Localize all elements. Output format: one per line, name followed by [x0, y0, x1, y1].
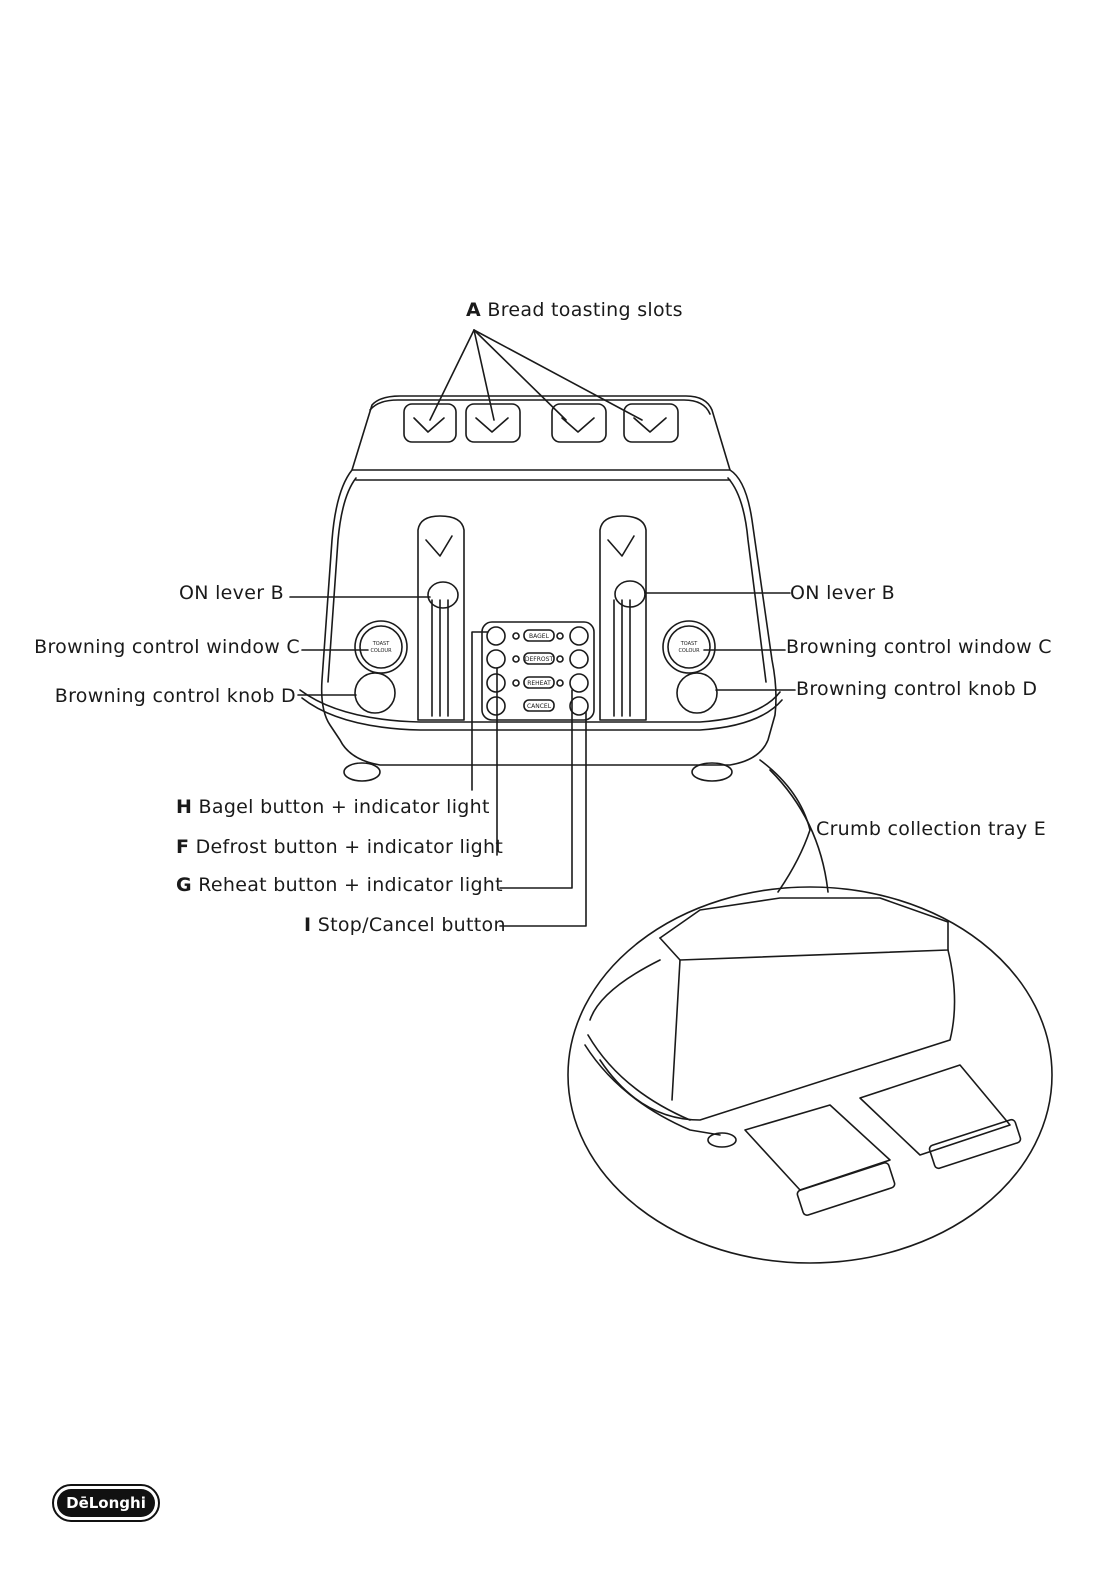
label-knob-right: Browning control knob D: [796, 678, 1038, 700]
label-crumb-tray: Crumb collection tray E: [816, 818, 1047, 840]
label-on-lever-right: ON lever B: [790, 582, 895, 604]
label-slots: A Bread toasting slots: [466, 299, 683, 321]
browning-knob-right: [676, 672, 718, 714]
control-panel: [481, 621, 595, 721]
delonghi-logo: DēLonghi: [52, 1484, 160, 1522]
slot-1: [403, 403, 457, 443]
label-window-left: Browning control window C: [34, 636, 300, 658]
leader-lines: [289, 592, 829, 927]
panel-bagel-text: BAGEL: [529, 633, 550, 640]
slot-4: [623, 403, 679, 443]
toaster-top: [351, 395, 731, 471]
label-cancel: I Stop/Cancel button: [304, 914, 506, 936]
slot-arrows: [429, 329, 643, 421]
panel-defrost-text: DEFROST: [525, 656, 554, 663]
crumb-tray-right: [859, 1064, 1011, 1156]
foot-right: [691, 762, 733, 782]
crumb-tray-left: [744, 1104, 891, 1191]
crumb-tray-detail: [567, 886, 1053, 1264]
on-lever-right: [614, 580, 646, 608]
label-knob-left: Browning control knob D: [54, 685, 296, 707]
dial-left-text-1: TOAST: [372, 641, 390, 647]
panel-reheat-text: REHEAT: [527, 680, 551, 687]
label-bagel: H Bagel button + indicator light: [176, 796, 490, 818]
panel-cancel-text: CANCEL: [527, 703, 552, 710]
dial-right-text-2: COLOUR: [678, 648, 700, 654]
label-window-right: Browning control window C: [786, 636, 1052, 658]
browning-window-right: [662, 620, 716, 674]
slot-2: [465, 403, 521, 443]
browning-knob-left: [354, 672, 396, 714]
browning-window-left: [354, 620, 408, 674]
foot-left: [343, 762, 381, 782]
slot-3: [551, 403, 607, 443]
label-defrost: F Defrost button + indicator light: [176, 836, 504, 858]
on-lever-left: [427, 581, 459, 609]
lever-channel-right: [599, 515, 647, 721]
label-on-lever-left: ON lever B: [179, 582, 284, 604]
dial-right-text-1: TOAST: [680, 641, 698, 647]
lever-channel-left: [417, 515, 465, 721]
label-reheat: G Reheat button + indicator light: [176, 874, 503, 896]
dial-left-text-2: COLOUR: [370, 648, 392, 654]
logo-text: DēLonghi: [57, 1489, 155, 1517]
toaster-body: [299, 469, 783, 782]
